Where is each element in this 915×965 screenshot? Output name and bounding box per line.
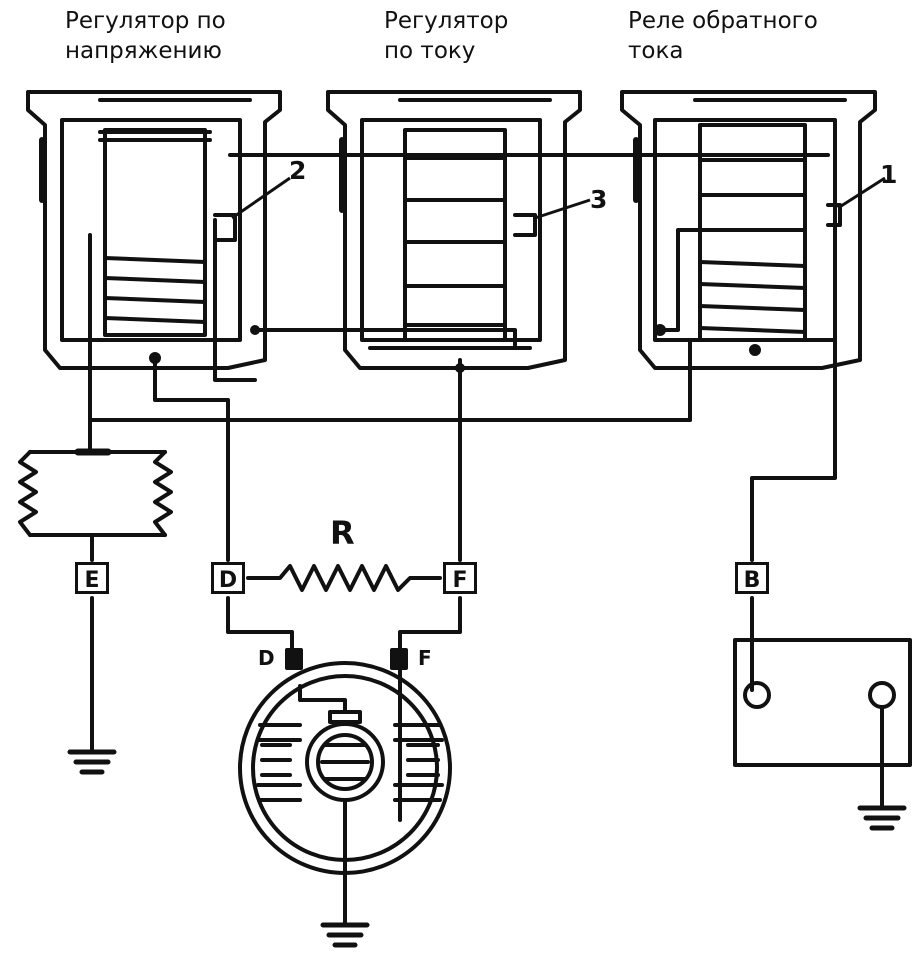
current-regulator-unit bbox=[326, 90, 582, 370]
terminal-b: B bbox=[735, 562, 769, 594]
title-current-regulator: Регулятор по току bbox=[384, 8, 509, 64]
callout-2: 2 bbox=[289, 156, 307, 185]
generator bbox=[238, 648, 452, 948]
title-voltage-regulator: Регулятор по напряжению bbox=[65, 8, 226, 64]
terminal-e: E bbox=[75, 562, 109, 594]
voltage-regulator-unit bbox=[26, 90, 282, 382]
callout-1: 1 bbox=[880, 160, 898, 189]
callout-3: 3 bbox=[590, 185, 608, 214]
resistor-label: R bbox=[330, 514, 355, 552]
terminal-d: D bbox=[211, 562, 245, 594]
reverse-relay-unit bbox=[620, 90, 877, 422]
title-reverse-relay: Реле обратного тока bbox=[628, 8, 818, 64]
generator-terminal-f: F bbox=[418, 646, 432, 670]
generator-terminal-d: D bbox=[258, 646, 275, 670]
terminal-f: F bbox=[443, 562, 477, 594]
